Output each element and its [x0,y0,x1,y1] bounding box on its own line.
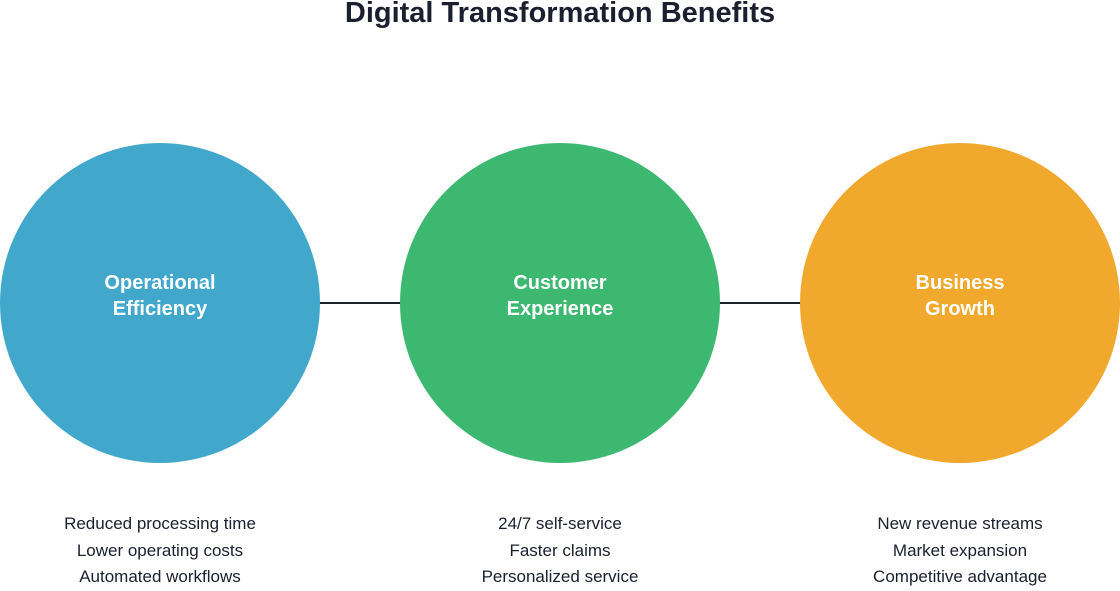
operational-efficiency-circle: Operational Efficiency [0,143,320,463]
benefit-item: New revenue streams [877,514,1043,533]
benefit-item: Automated workflows [79,567,241,586]
business-growth-label-line2: Growth [925,298,995,320]
connector-line-2 [718,302,802,304]
benefit-item: Market expansion [892,540,1028,560]
benefit-item: Reduced processing time [64,514,256,533]
benefit-item: Faster claims [509,540,611,560]
customer-experience-circle: Customer Experience [400,143,720,463]
operational-efficiency-benefits: Reduced processing time Lower operating … [0,511,320,591]
operational-efficiency-label-line2: Efficiency [112,298,208,320]
benefit-item: Competitive advantage [873,567,1047,586]
diagram-title: Digital Transformation Benefits [344,0,776,29]
benefit-item: 24/7 self-service [498,514,622,533]
business-growth-label: Business Growth [860,270,1060,322]
customer-experience-label-line2: Experience [506,298,614,320]
customer-experience-benefits: 24/7 self-service Faster claims Personal… [400,511,720,591]
business-growth-label-line1: Business [915,272,1005,294]
operational-efficiency-label-line1: Operational [104,272,216,294]
connector-line-1 [318,302,402,304]
benefit-item: Lower operating costs [76,540,244,560]
operational-efficiency-label: Operational Efficiency [60,270,260,322]
business-growth-circle: Business Growth [800,143,1120,463]
customer-experience-label-line1: Customer [513,272,607,294]
customer-experience-label: Customer Experience [460,270,660,322]
business-growth-benefits: New revenue streams Market expansion Com… [800,511,1120,591]
benefit-item: Personalized service [481,567,639,586]
